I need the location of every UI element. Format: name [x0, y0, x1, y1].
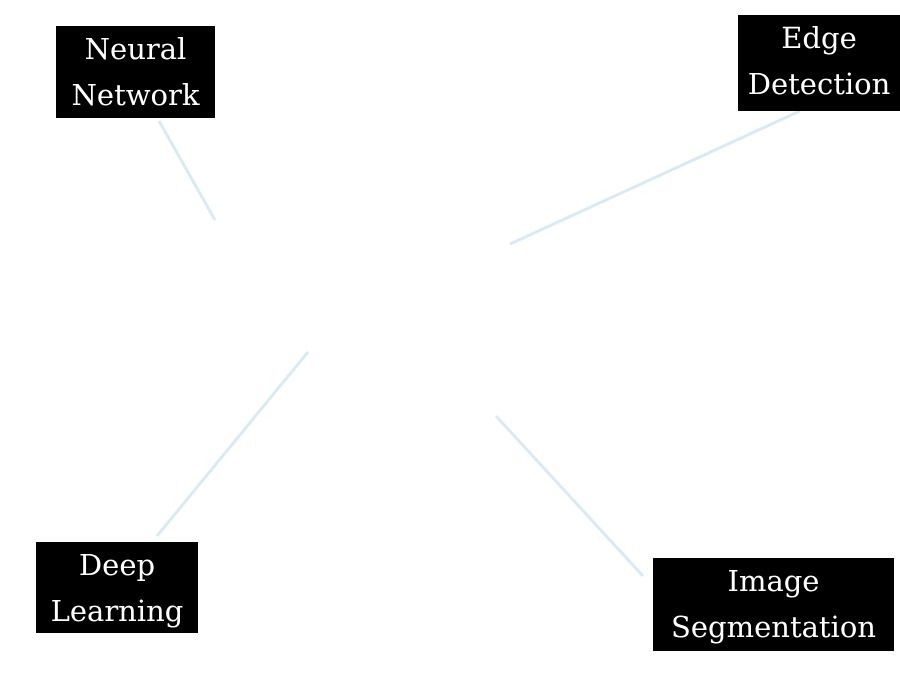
node-label-line: Network: [71, 78, 200, 112]
node-image-segmentation: Image Segmentation: [653, 558, 894, 651]
node-label-line: Detection: [747, 67, 891, 101]
node-label-line: Deep: [78, 548, 156, 582]
node-label-line: Learning: [50, 594, 184, 628]
connector-edge-detection: [509, 109, 801, 246]
node-deep-learning: Deep Learning: [36, 542, 198, 633]
node-label-line: Neural: [84, 32, 187, 66]
connector-neural-network: [157, 120, 217, 221]
node-neural-network: Neural Network: [56, 26, 215, 118]
connector-deep-learning: [155, 351, 310, 537]
node-label-line: Image: [727, 564, 820, 598]
node-label-line: Segmentation: [671, 610, 876, 644]
node-label-line: Edge: [781, 21, 857, 55]
node-edge-detection: Edge Detection: [738, 15, 900, 111]
connector-image-segmentation: [494, 414, 645, 578]
